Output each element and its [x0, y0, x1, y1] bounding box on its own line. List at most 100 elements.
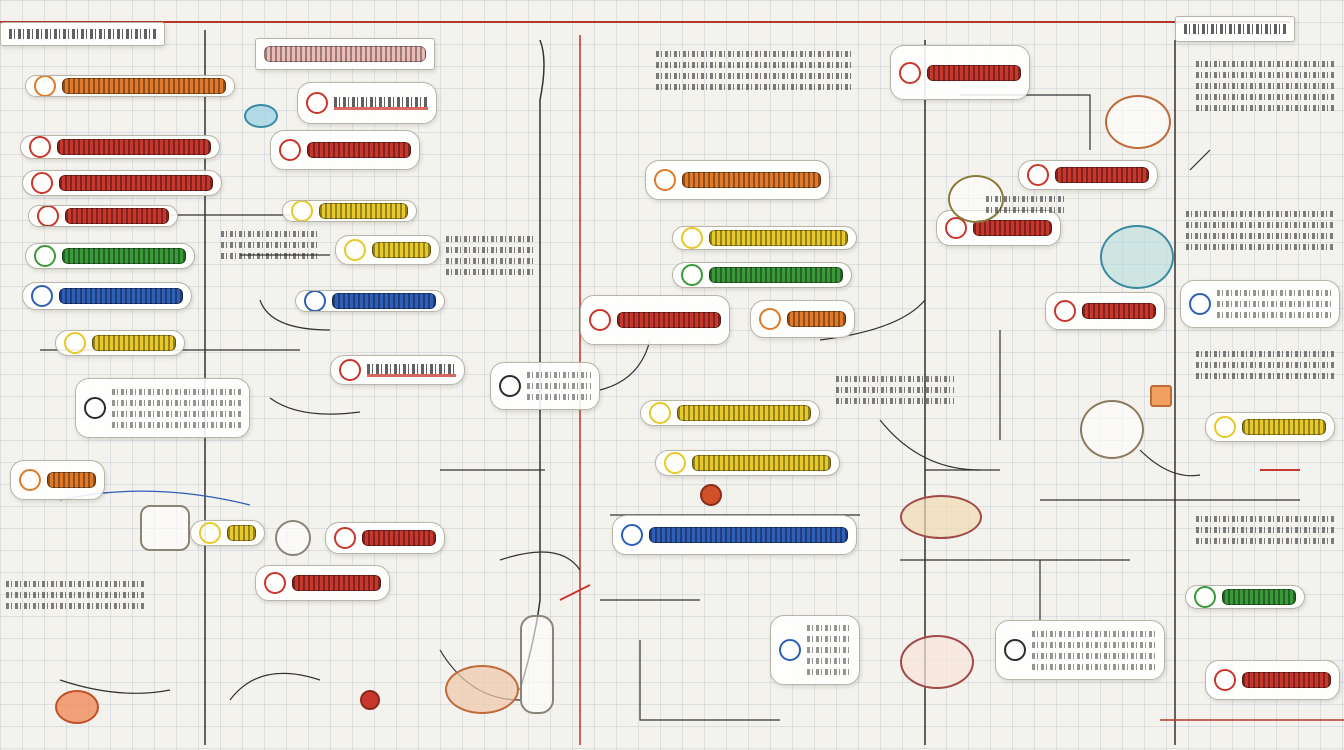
heart-icon — [948, 175, 1004, 223]
note-left-1 — [215, 225, 325, 280]
node-label-bar — [1242, 419, 1326, 435]
branch-24 — [229, 672, 321, 701]
node-label-bar — [62, 78, 226, 94]
note-mid-1 — [440, 230, 540, 300]
capsule-icon — [700, 484, 722, 506]
note-right-3 — [1190, 345, 1340, 395]
node-text-line — [112, 399, 241, 406]
node-text-line — [1217, 290, 1331, 296]
branch-9 — [599, 339, 651, 391]
node-dot-icon — [1054, 300, 1076, 322]
card-center-9 — [770, 615, 860, 685]
node-text-line — [807, 647, 851, 653]
card-center-7 — [655, 450, 840, 476]
node-dot-icon — [681, 264, 703, 286]
node-dot-icon — [654, 169, 676, 191]
node-dot-icon — [664, 452, 686, 474]
node-dot-icon — [304, 291, 326, 311]
red-dot-icon — [360, 690, 380, 710]
node-label-bar — [927, 64, 1021, 81]
card-mid-2 — [282, 200, 417, 222]
card-right-8 — [1205, 660, 1340, 700]
card-mid-8 — [325, 522, 445, 554]
node-label-bar — [1242, 672, 1331, 688]
magnifier-icon — [275, 520, 311, 556]
node-dot-icon — [199, 522, 221, 544]
note-center-2 — [980, 190, 1070, 235]
branch-4 — [269, 397, 361, 415]
node-dot-icon — [1027, 164, 1049, 186]
node-label-bar — [62, 248, 186, 264]
node-text-line — [1032, 641, 1156, 648]
branch-17 — [1189, 149, 1211, 171]
note-right-1 — [1190, 55, 1340, 135]
flask-icon — [520, 615, 554, 714]
node-label-bar — [307, 142, 411, 158]
card-left-8 — [75, 378, 250, 438]
note-left-2 — [0, 575, 150, 635]
node-dot-icon — [64, 332, 86, 354]
node-label-bar — [65, 208, 169, 224]
card-right-6 — [1205, 412, 1335, 442]
node-label-bar — [227, 525, 256, 541]
node-text-line — [527, 383, 591, 389]
pill-icon — [244, 104, 278, 128]
branch-25 — [59, 679, 171, 694]
node-label-scribble — [334, 96, 428, 110]
node-label-bar — [57, 139, 211, 155]
node-dot-icon — [84, 397, 106, 419]
brain-icon — [1105, 95, 1171, 149]
card-center-8 — [612, 515, 857, 555]
branch-8 — [499, 551, 581, 571]
bulb-icon — [1080, 400, 1144, 459]
node-dot-icon — [589, 309, 611, 331]
node-text-lines — [1032, 630, 1156, 670]
node-label-bar — [92, 335, 176, 351]
node-dot-icon — [499, 375, 521, 397]
card-mid-4 — [335, 235, 440, 265]
node-text-lines — [527, 372, 591, 400]
branch-18 — [1139, 449, 1201, 477]
node-text-line — [807, 636, 851, 642]
node-dot-icon — [19, 469, 41, 491]
node-dot-icon — [31, 172, 53, 194]
branch-23 — [639, 640, 780, 721]
card-left-10 — [10, 460, 105, 500]
note-right-4 — [1190, 510, 1340, 565]
card-left-5 — [25, 243, 195, 269]
node-text-line — [527, 394, 591, 400]
card-mid-5 — [295, 290, 445, 312]
node-label-bar — [973, 220, 1052, 236]
node-dot-icon — [334, 527, 356, 549]
node-dot-icon — [344, 239, 366, 261]
branch-5 — [259, 299, 331, 331]
node-label-bar — [682, 172, 821, 188]
node-label-bar — [1055, 167, 1149, 183]
card-center-1 — [645, 160, 830, 200]
node-text-lines — [807, 625, 851, 675]
card-left-2 — [20, 135, 220, 159]
note-center-1 — [830, 370, 960, 425]
card-right-9 — [995, 620, 1165, 680]
node-label-bar — [59, 175, 213, 191]
node-text-line — [112, 421, 241, 428]
node-label-bar — [617, 312, 721, 328]
node-text-line — [1217, 312, 1331, 318]
card-right-5 — [1180, 280, 1340, 328]
card-mid-1 — [297, 82, 437, 124]
node-text-lines — [1217, 290, 1331, 318]
portrait-icon — [140, 505, 190, 551]
arrow-red-1 — [559, 584, 591, 601]
node-label-bar — [1082, 303, 1156, 319]
node-label-bar — [319, 203, 408, 219]
cake-icon — [900, 495, 982, 539]
node-text-lines — [112, 388, 241, 428]
card-left-4 — [28, 205, 178, 227]
node-dot-icon — [339, 359, 361, 381]
card-right-7 — [1185, 585, 1305, 609]
node-text-line — [1032, 630, 1156, 637]
node-label-bar — [709, 230, 848, 246]
card-mid-7 — [490, 362, 600, 410]
orange-square-icon — [1150, 385, 1172, 407]
node-text-line — [1217, 301, 1331, 307]
